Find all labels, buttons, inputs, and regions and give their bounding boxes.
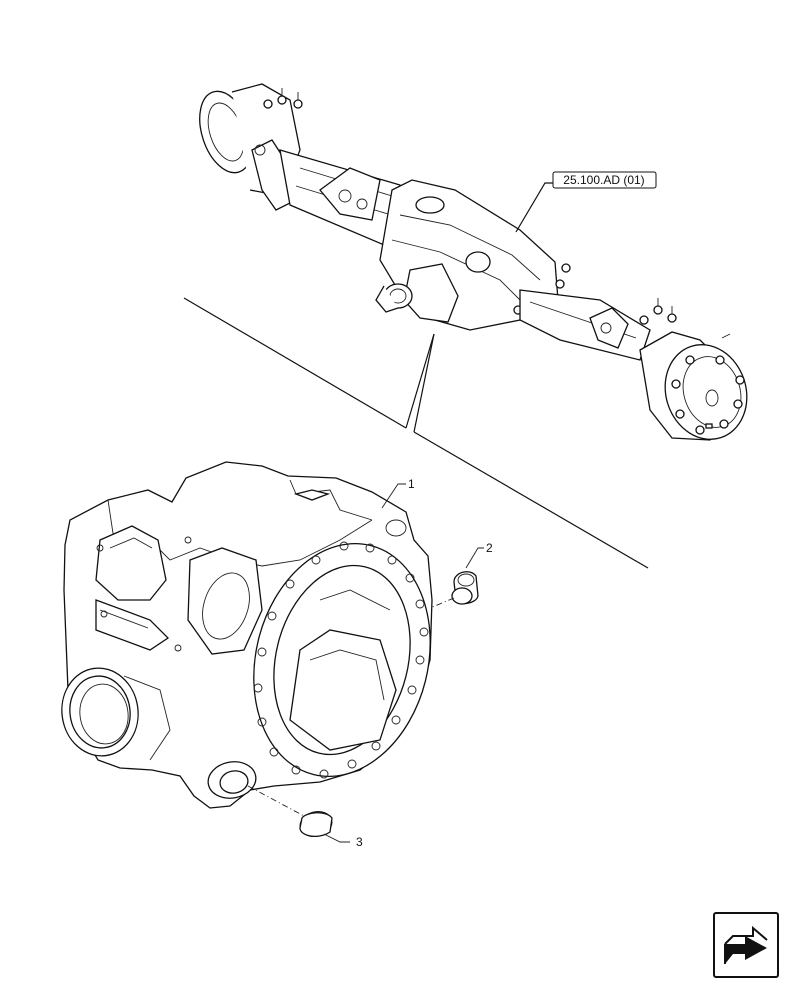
forward-arrow-icon[interactable] bbox=[713, 912, 779, 978]
callout-3: 3 bbox=[323, 833, 363, 849]
plug-part-3 bbox=[247, 785, 333, 838]
left-axle-tube bbox=[279, 149, 421, 251]
differential-housing-part bbox=[61, 461, 433, 809]
forward-arrow-glyph bbox=[724, 925, 768, 964]
reference-label: 25.100.AD (01) bbox=[563, 173, 644, 187]
detail-leader-lines bbox=[183, 297, 649, 569]
flange-bolt-holes bbox=[253, 541, 429, 779]
right-wheel-hub bbox=[639, 331, 748, 441]
callout-1-label: 1 bbox=[408, 477, 415, 491]
axle-assembly-illustration bbox=[199, 83, 748, 441]
callout-3-label: 3 bbox=[356, 835, 363, 849]
plug-part-2 bbox=[429, 571, 479, 609]
callout-2: 2 bbox=[465, 541, 493, 569]
callout-1: 1 bbox=[381, 477, 415, 509]
right-axle-tube bbox=[519, 289, 677, 361]
callout-2-label: 2 bbox=[486, 541, 493, 555]
central-differential-housing bbox=[375, 179, 571, 331]
left-wheel-hub bbox=[199, 83, 303, 211]
reference-callout[interactable]: 25.100.AD (01) bbox=[515, 171, 657, 233]
